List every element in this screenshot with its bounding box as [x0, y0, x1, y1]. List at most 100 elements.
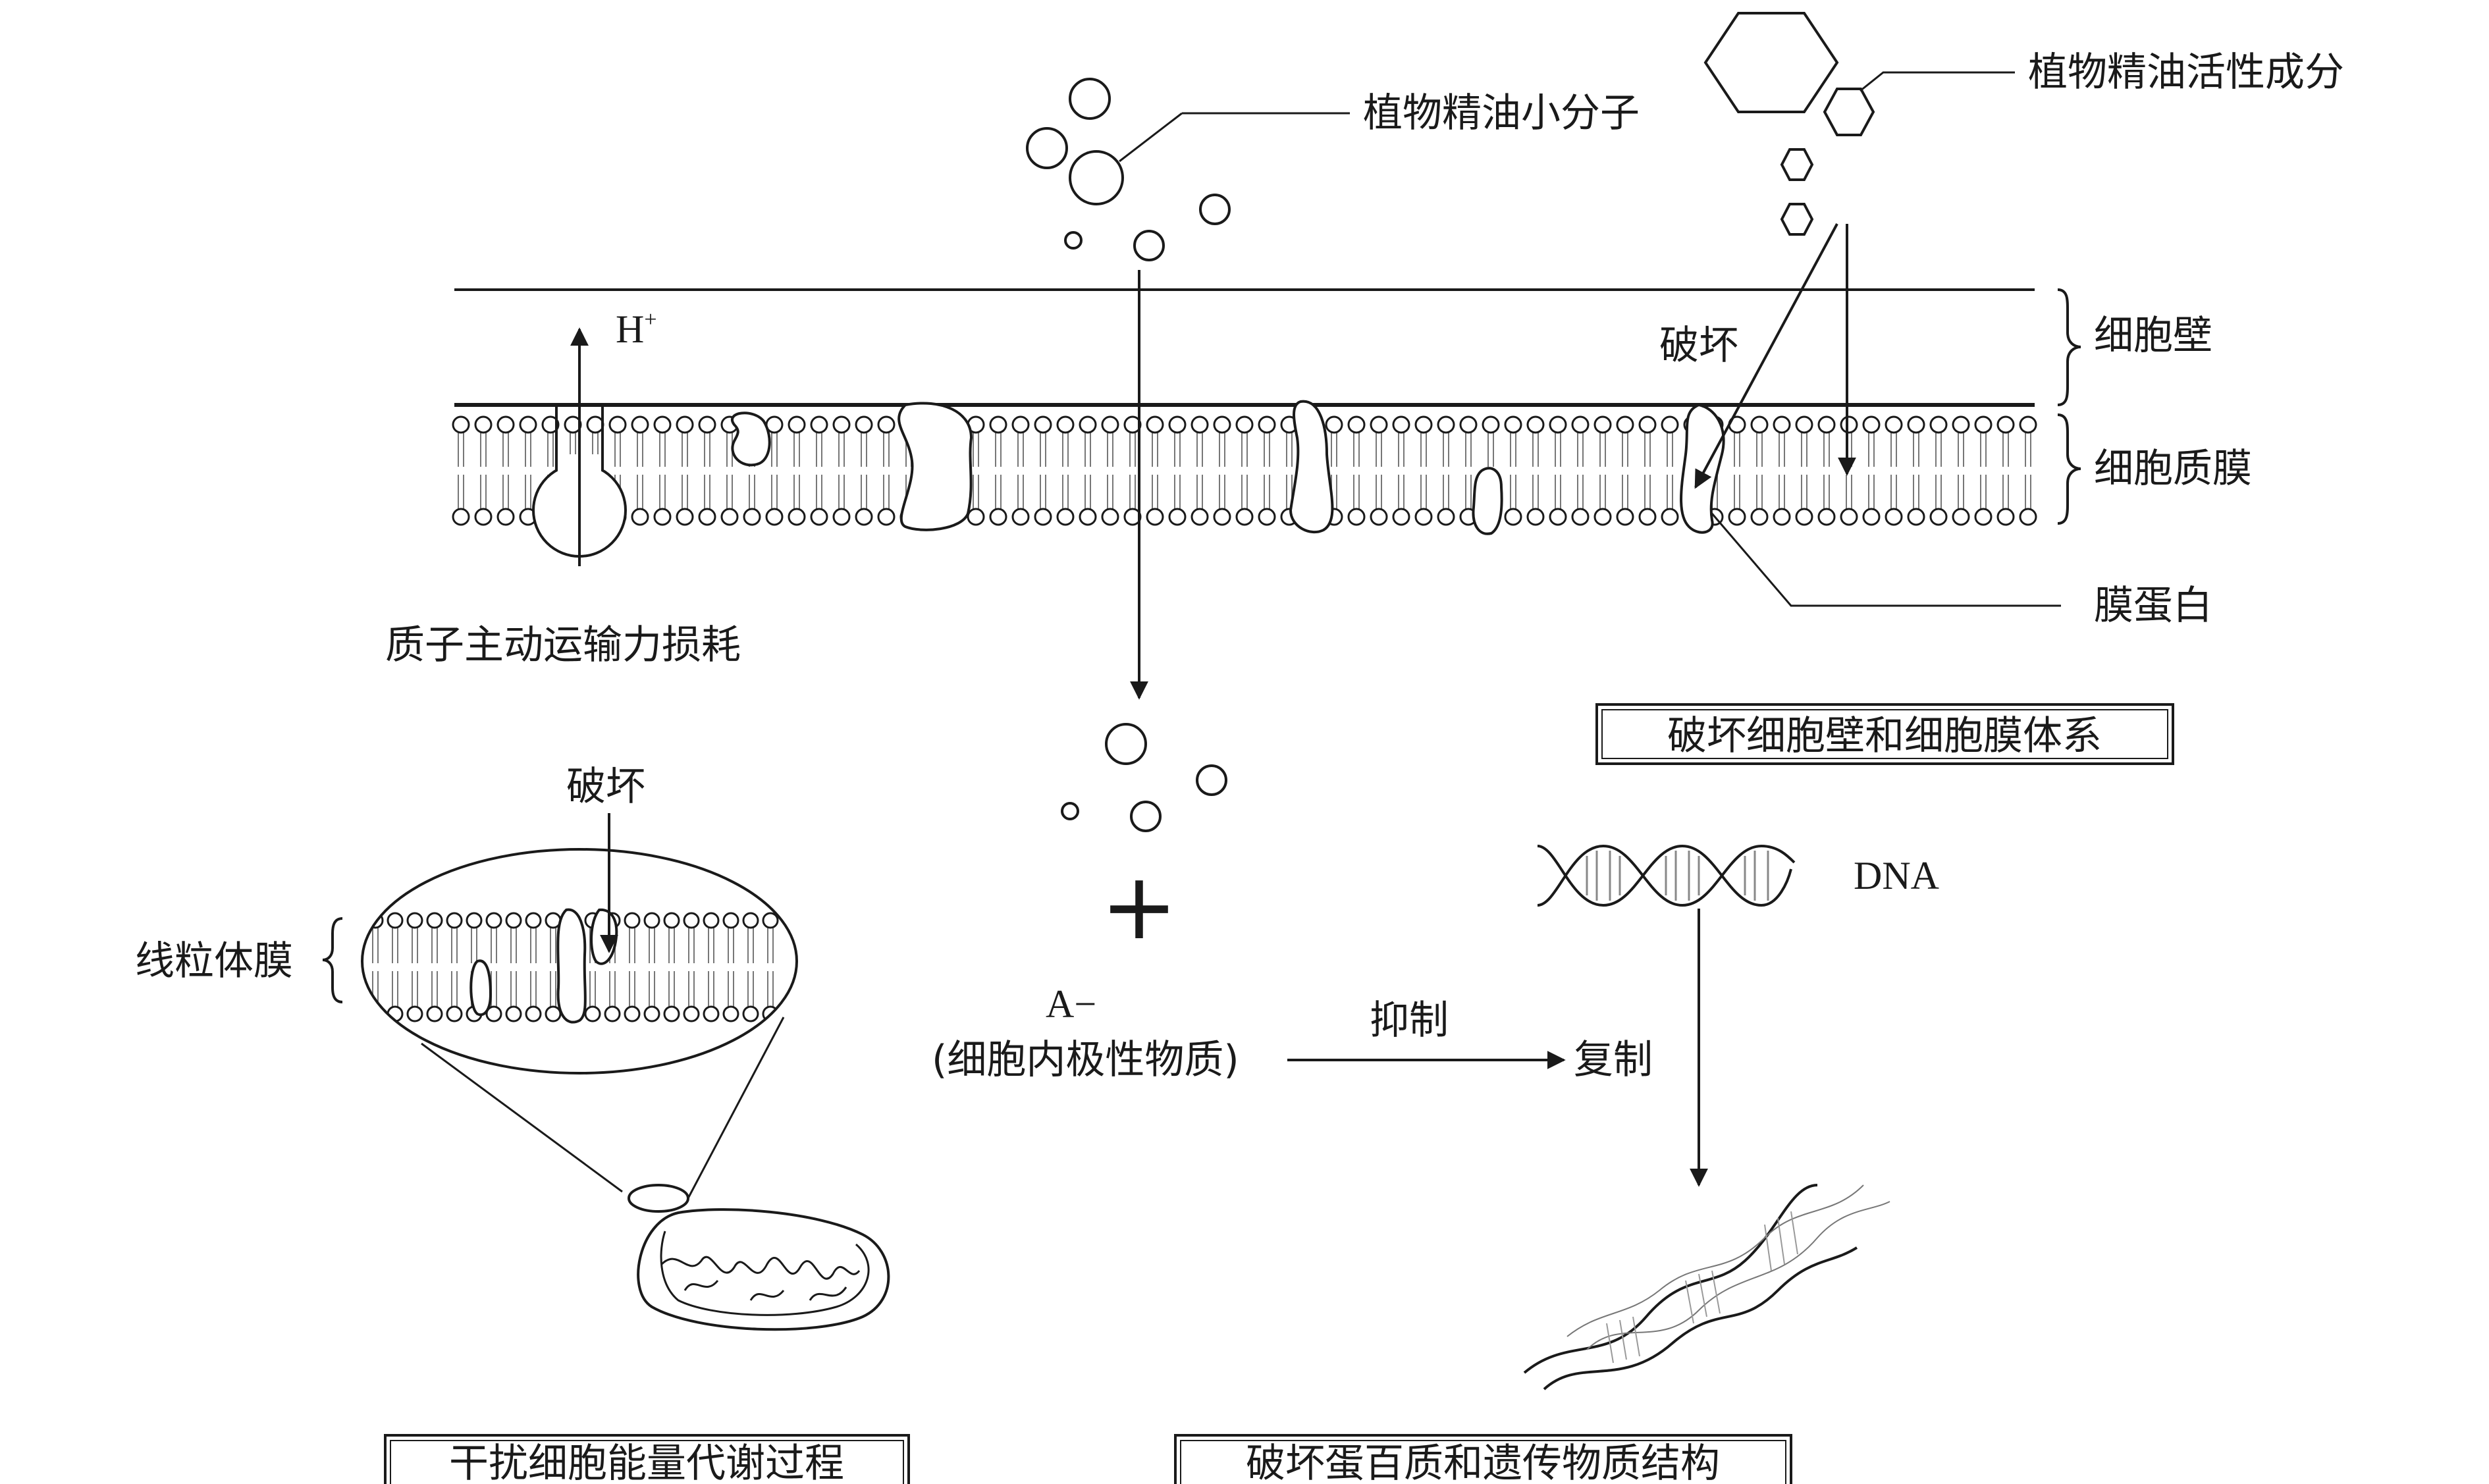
lipid-head — [604, 1005, 621, 1022]
lipid-head — [1347, 508, 1366, 526]
lipid-head — [1079, 415, 1097, 434]
lipid-head — [1191, 415, 1209, 434]
lipid-head — [545, 1005, 562, 1022]
plasma-membrane-bracket — [2057, 413, 2081, 525]
lipid-tail — [688, 971, 695, 1007]
lipid-tail — [1823, 475, 1830, 509]
lipid-head — [1907, 415, 1925, 434]
lipid-tail — [1868, 475, 1875, 509]
lipid-tail — [451, 928, 458, 963]
lipid-tail — [704, 433, 710, 467]
lipid-tail — [767, 928, 774, 963]
lipid-tail — [1420, 475, 1427, 509]
lipid-tail — [502, 475, 509, 509]
lipid-tail — [1152, 475, 1158, 509]
lipid-head — [1996, 415, 2015, 434]
lipid-tail — [883, 475, 890, 509]
active-components-label: 植物精油活性成分 — [2028, 49, 2344, 95]
lipid-head — [496, 508, 515, 526]
lipid-tail — [1017, 433, 1024, 467]
mitochondrial-membrane-bilayer — [367, 912, 779, 1022]
lipid-head — [1258, 415, 1276, 434]
lipid-head — [1773, 415, 1791, 434]
lipid-head — [485, 1005, 502, 1022]
lipid-tail — [649, 971, 655, 1007]
lipid-tail — [688, 928, 695, 963]
lipid-head — [722, 912, 739, 929]
lipid-head — [624, 912, 641, 929]
lipid-head — [855, 415, 873, 434]
lipid-head — [406, 1005, 423, 1022]
lipid-head — [1929, 508, 1948, 526]
lipid-head — [466, 912, 483, 929]
lipid-tail — [995, 433, 1002, 467]
lipid-tail — [431, 928, 438, 963]
small-molecules-leader — [1119, 112, 1183, 163]
lipid-tail — [1398, 475, 1405, 509]
lipid-tail — [1084, 433, 1091, 467]
lipid-head — [1168, 415, 1187, 434]
lipid-tail — [510, 971, 517, 1007]
lipid-head — [703, 912, 720, 929]
lipid-head — [1437, 508, 1455, 526]
lipid-tail — [668, 971, 675, 1007]
lipid-tail — [1823, 433, 1830, 467]
lipid-head — [1168, 508, 1187, 526]
lipid-tail — [1219, 475, 1225, 509]
lipid-head — [698, 415, 716, 434]
lipid-head — [832, 508, 851, 526]
lipid-head — [1840, 508, 1858, 526]
lipid-head — [446, 1005, 463, 1022]
lipid-head — [788, 415, 806, 434]
lipid-tail — [838, 433, 845, 467]
caption-box-energy-inner — [390, 1440, 904, 1484]
lipid-tail — [1129, 433, 1136, 467]
inhibit-label: 抑制 — [1370, 997, 1449, 1044]
lipid-tail — [1241, 475, 1248, 509]
lipid-tail — [771, 475, 778, 509]
lipid-tail — [1622, 433, 1628, 467]
lipid-tail — [1510, 433, 1516, 467]
lipid-head — [1728, 508, 1746, 526]
lipid-head — [1034, 508, 1052, 526]
lipid-head — [1325, 415, 1343, 434]
lipid-head — [653, 508, 672, 526]
lipid-tail — [1040, 475, 1046, 509]
lipid-head — [1370, 415, 1388, 434]
lipid-head — [1235, 508, 1254, 526]
lipid-tail — [1958, 433, 1964, 467]
lipid-head — [452, 415, 470, 434]
lipid-tail — [728, 971, 734, 1007]
plasma-membrane-bilayer — [452, 415, 2037, 526]
lipid-head — [1079, 508, 1097, 526]
lipid-head — [1661, 508, 1679, 526]
lipid-tail — [431, 971, 438, 1007]
destroy-label: 破坏 — [1659, 323, 1738, 369]
lipid-tail — [530, 928, 537, 963]
lipid-head — [967, 508, 985, 526]
caption-energy: 干扰细胞能量代谢过程 — [449, 1441, 844, 1484]
mito-destroy-label: 破坏 — [566, 764, 645, 810]
lipid-tail — [1040, 433, 1046, 467]
lipid-head — [855, 508, 873, 526]
lipid-tail — [1599, 433, 1606, 467]
lipid-tail — [1890, 433, 1897, 467]
lipid-head — [496, 415, 515, 434]
caption-box-energy — [384, 1434, 910, 1484]
membrane-protein — [1472, 467, 1503, 535]
lipid-tail — [1174, 433, 1181, 467]
membrane-protein-label: 膜蛋白 — [2094, 583, 2212, 629]
lipid-tail — [682, 433, 688, 467]
lipid-tail — [816, 475, 822, 509]
active-destroy-arrow — [1694, 223, 1838, 489]
lipid-tail — [451, 971, 458, 1007]
lipid-head — [989, 508, 1007, 526]
lipid-tail — [1107, 475, 1113, 509]
lipid-head — [584, 1005, 601, 1022]
lipid-head — [474, 508, 493, 526]
lipid-tail — [682, 475, 688, 509]
lipid-head — [1549, 508, 1567, 526]
lipid-head — [1974, 508, 1993, 526]
mito-membrane-protein — [469, 959, 493, 1017]
dna-double-helix — [1537, 844, 1796, 907]
